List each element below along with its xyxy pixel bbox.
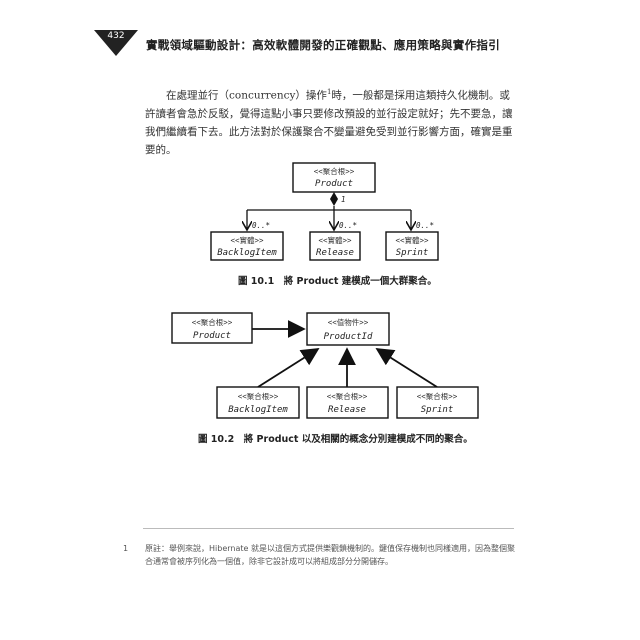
- page-number: 432: [107, 31, 125, 41]
- fig2-sprint-box: <<聚合根>> Sprint: [396, 386, 479, 419]
- fig2-product-box: <<聚合根>> Product: [171, 312, 253, 344]
- fig2-arrow-backlogitem: [257, 348, 320, 388]
- fig1-product-name: Product: [315, 179, 353, 189]
- fig2-backlogitem-stereotype: <<聚合根>>: [238, 391, 279, 401]
- body-text-rest: 時，一般都是採用這類持久化機制。或許讀者會急於反駁，覺得這點小事只要修改預設的並…: [145, 89, 513, 156]
- footnote-text: 原註：舉例來說，Hibernate 就是以這個方式提供樂觀鎖機制的。鍵值保存機制…: [145, 544, 515, 566]
- fig2-product-name: Product: [193, 331, 231, 341]
- running-header-title: 實戰領域驅動設計：高效軟體開發的正確觀點、應用策略與實作指引: [146, 38, 500, 52]
- fig1-mult-backlog: 0..*: [252, 221, 270, 230]
- fig1-product-stereotype: <<聚合根>>: [314, 166, 355, 176]
- fig2-release-box: <<聚合根>> Release: [306, 386, 389, 419]
- fig1-backlogitem-box: <<實體>> BacklogItem: [210, 231, 284, 261]
- figure-2: <<聚合根>> Product <<值物件>> ProductId <<聚合根>…: [171, 312, 479, 419]
- footnote-reference: 1: [326, 88, 332, 96]
- fig1-release-name: Release: [316, 248, 354, 258]
- body-text-start: 在處理並行（concurrency）操作: [166, 89, 327, 102]
- fig1-backlogitem-name: BacklogItem: [217, 248, 277, 258]
- fig1-release-box: <<實體>> Release: [309, 231, 361, 261]
- footnote-number: 1: [123, 544, 129, 553]
- fig2-backlogitem-name: BacklogItem: [228, 405, 288, 415]
- fig1-backlogitem-stereotype: <<實體>>: [230, 235, 264, 245]
- fig2-productid-stereotype: <<值物件>>: [328, 317, 369, 327]
- fig2-product-stereotype: <<聚合根>>: [192, 317, 233, 327]
- fig1-composition-diamond: [330, 192, 338, 206]
- figure-1-caption: 圖 10.1 將 Product 建模成一個大群聚合。: [238, 276, 437, 287]
- fig1-release-stereotype: <<實體>>: [318, 235, 352, 245]
- body-paragraph: 在處理並行（concurrency）操作1時，一般都是採用這類持久化機制。或許讀…: [145, 83, 517, 159]
- page-number-tab: [94, 30, 138, 56]
- fig2-sprint-stereotype: <<聚合根>>: [417, 391, 458, 401]
- fig2-productid-name: ProductId: [324, 332, 373, 342]
- fig1-sprint-stereotype: <<實體>>: [395, 235, 429, 245]
- fig2-productid-box: <<值物件>> ProductId: [306, 312, 390, 346]
- fig2-arrow-sprint: [375, 348, 438, 388]
- fig1-sprint-box: <<實體>> Sprint: [385, 231, 439, 261]
- fig2-release-stereotype: <<聚合根>>: [327, 391, 368, 401]
- fig1-sprint-name: Sprint: [396, 248, 429, 258]
- fig1-root-multiplicity: 1: [341, 195, 346, 204]
- fig2-sprint-name: Sprint: [421, 405, 454, 415]
- footnote: 1 原註：舉例來說，Hibernate 就是以這個方式提供樂觀鎖機制的。鍵值保存…: [123, 542, 517, 568]
- footnote-divider: [143, 528, 514, 529]
- fig1-product-box: <<聚合根>> Product: [292, 162, 376, 193]
- fig2-release-name: Release: [328, 405, 366, 415]
- figure-2-caption: 圖 10.2 將 Product 以及相關的概念分別建模成不同的聚合。: [198, 434, 473, 445]
- figure-1: <<聚合根>> Product 1 0..* 0..* 0..* <<實體>> …: [210, 162, 439, 261]
- fig1-mult-release: 0..*: [339, 221, 357, 230]
- fig1-mult-sprint: 0..*: [416, 221, 434, 230]
- fig2-backlogitem-box: <<聚合根>> BacklogItem: [216, 386, 300, 419]
